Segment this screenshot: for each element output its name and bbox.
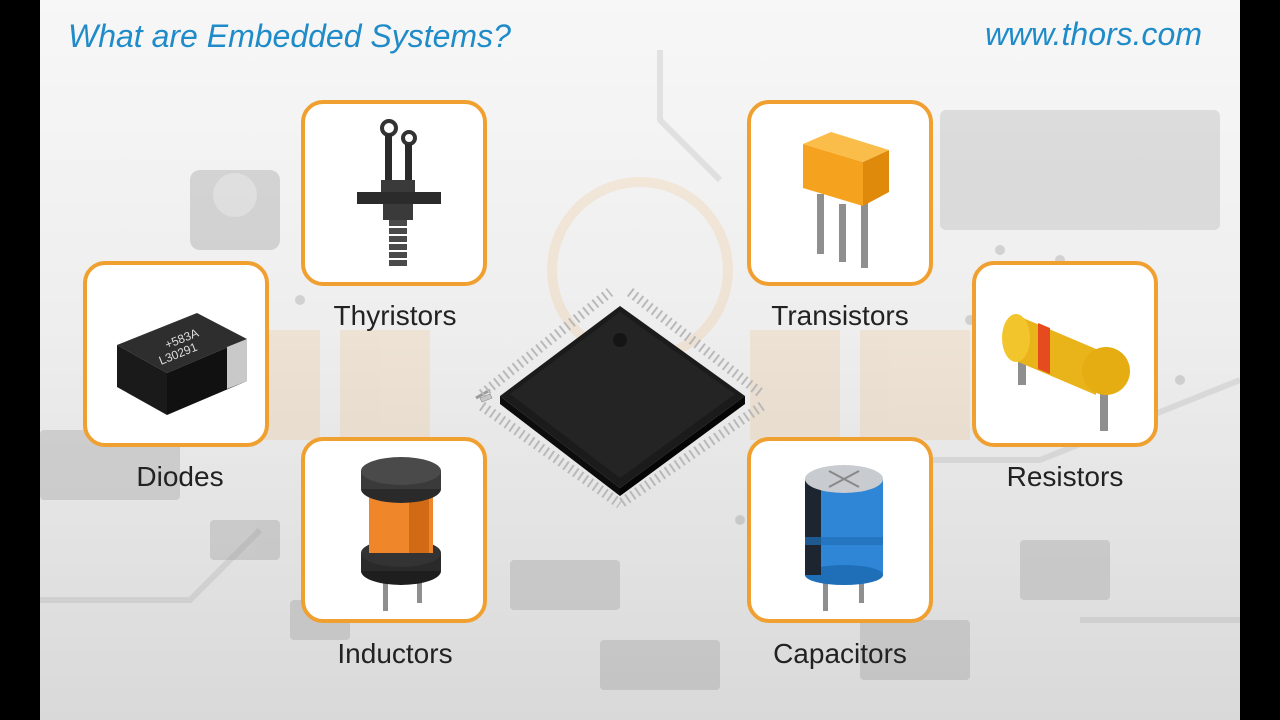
card-inductors[interactable] [301,437,487,623]
label-diodes: Diodes [136,461,224,492]
card-capacitors[interactable] [747,437,933,623]
website-url: www.thors.com [985,16,1202,52]
card-thyristors[interactable] [301,100,487,286]
card-diodes[interactable]: +583A L30291 [83,261,269,447]
label-transistors: Transistors [771,300,909,331]
card-resistors[interactable] [972,261,1158,447]
diode-icon: +583A L30291 [117,313,247,415]
resistor-icon [1002,314,1130,431]
thyristor-icon [357,119,441,266]
capacitor-icon [805,465,883,611]
transistor-icon [803,132,889,268]
label-capacitors: Capacitors [773,638,907,669]
slide: What are Embedded Systems? www.thors.com [40,0,1240,720]
label-inductors: Inductors [337,638,453,669]
label-resistors: Resistors [1006,461,1124,492]
card-transistors[interactable] [747,100,933,286]
inductor-icon [361,457,441,611]
label-thyristors: Thyristors [333,300,457,331]
microcontroller-chip-icon [475,288,766,508]
page-title: What are Embedded Systems? [68,18,511,54]
